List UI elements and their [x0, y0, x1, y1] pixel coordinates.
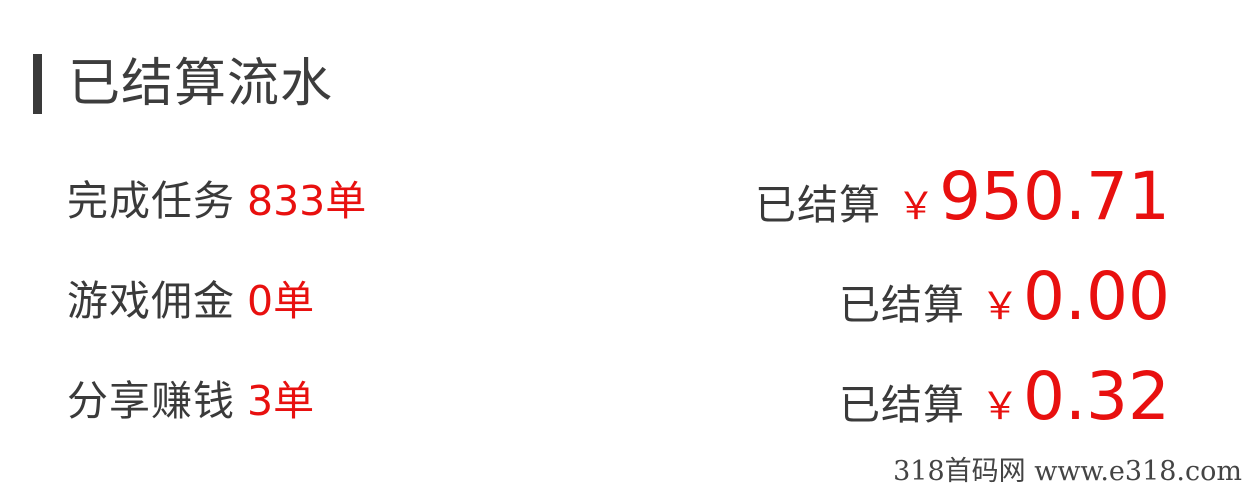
settled-amount: 0.32 [1023, 358, 1170, 435]
settled-amount: 0.00 [1023, 258, 1170, 335]
list-item-game-commission[interactable]: 游戏佣金 0单 已结算 ￥ 0.00 [0, 255, 1242, 335]
section-header: 已结算流水 [33, 52, 333, 116]
settled-label: 已结算 [839, 381, 966, 429]
row-label: 分享赚钱 [67, 377, 235, 425]
row-right: 已结算 ￥ 0.32 [839, 358, 1170, 435]
section-title: 已结算流水 [68, 54, 334, 114]
row-left: 完成任务 833单 [67, 167, 366, 227]
settled-label: 已结算 [839, 281, 966, 329]
watermark-text: 318首码网 www.e318.com [893, 456, 1242, 487]
row-count: 3单 [247, 377, 315, 425]
row-count: 833单 [247, 177, 367, 225]
settled-amount: 950.71 [939, 158, 1170, 235]
currency-symbol: ￥ [981, 284, 1020, 328]
currency-symbol: ￥ [981, 384, 1020, 428]
list-item-share-earn[interactable]: 分享赚钱 3单 已结算 ￥ 0.32 [0, 355, 1242, 435]
settled-label: 已结算 [755, 181, 882, 229]
currency-symbol: ￥ [897, 184, 936, 228]
list-item-tasks[interactable]: 完成任务 833单 已结算 ￥ 950.71 [0, 155, 1242, 235]
row-label: 游戏佣金 [67, 277, 235, 325]
row-right: 已结算 ￥ 950.71 [755, 158, 1170, 235]
header-accent-bar [33, 54, 42, 114]
row-right: 已结算 ￥ 0.00 [839, 258, 1170, 335]
row-count: 0单 [247, 277, 315, 325]
row-label: 完成任务 [67, 177, 235, 225]
row-left: 分享赚钱 3单 [67, 367, 314, 427]
row-left: 游戏佣金 0单 [67, 267, 314, 327]
